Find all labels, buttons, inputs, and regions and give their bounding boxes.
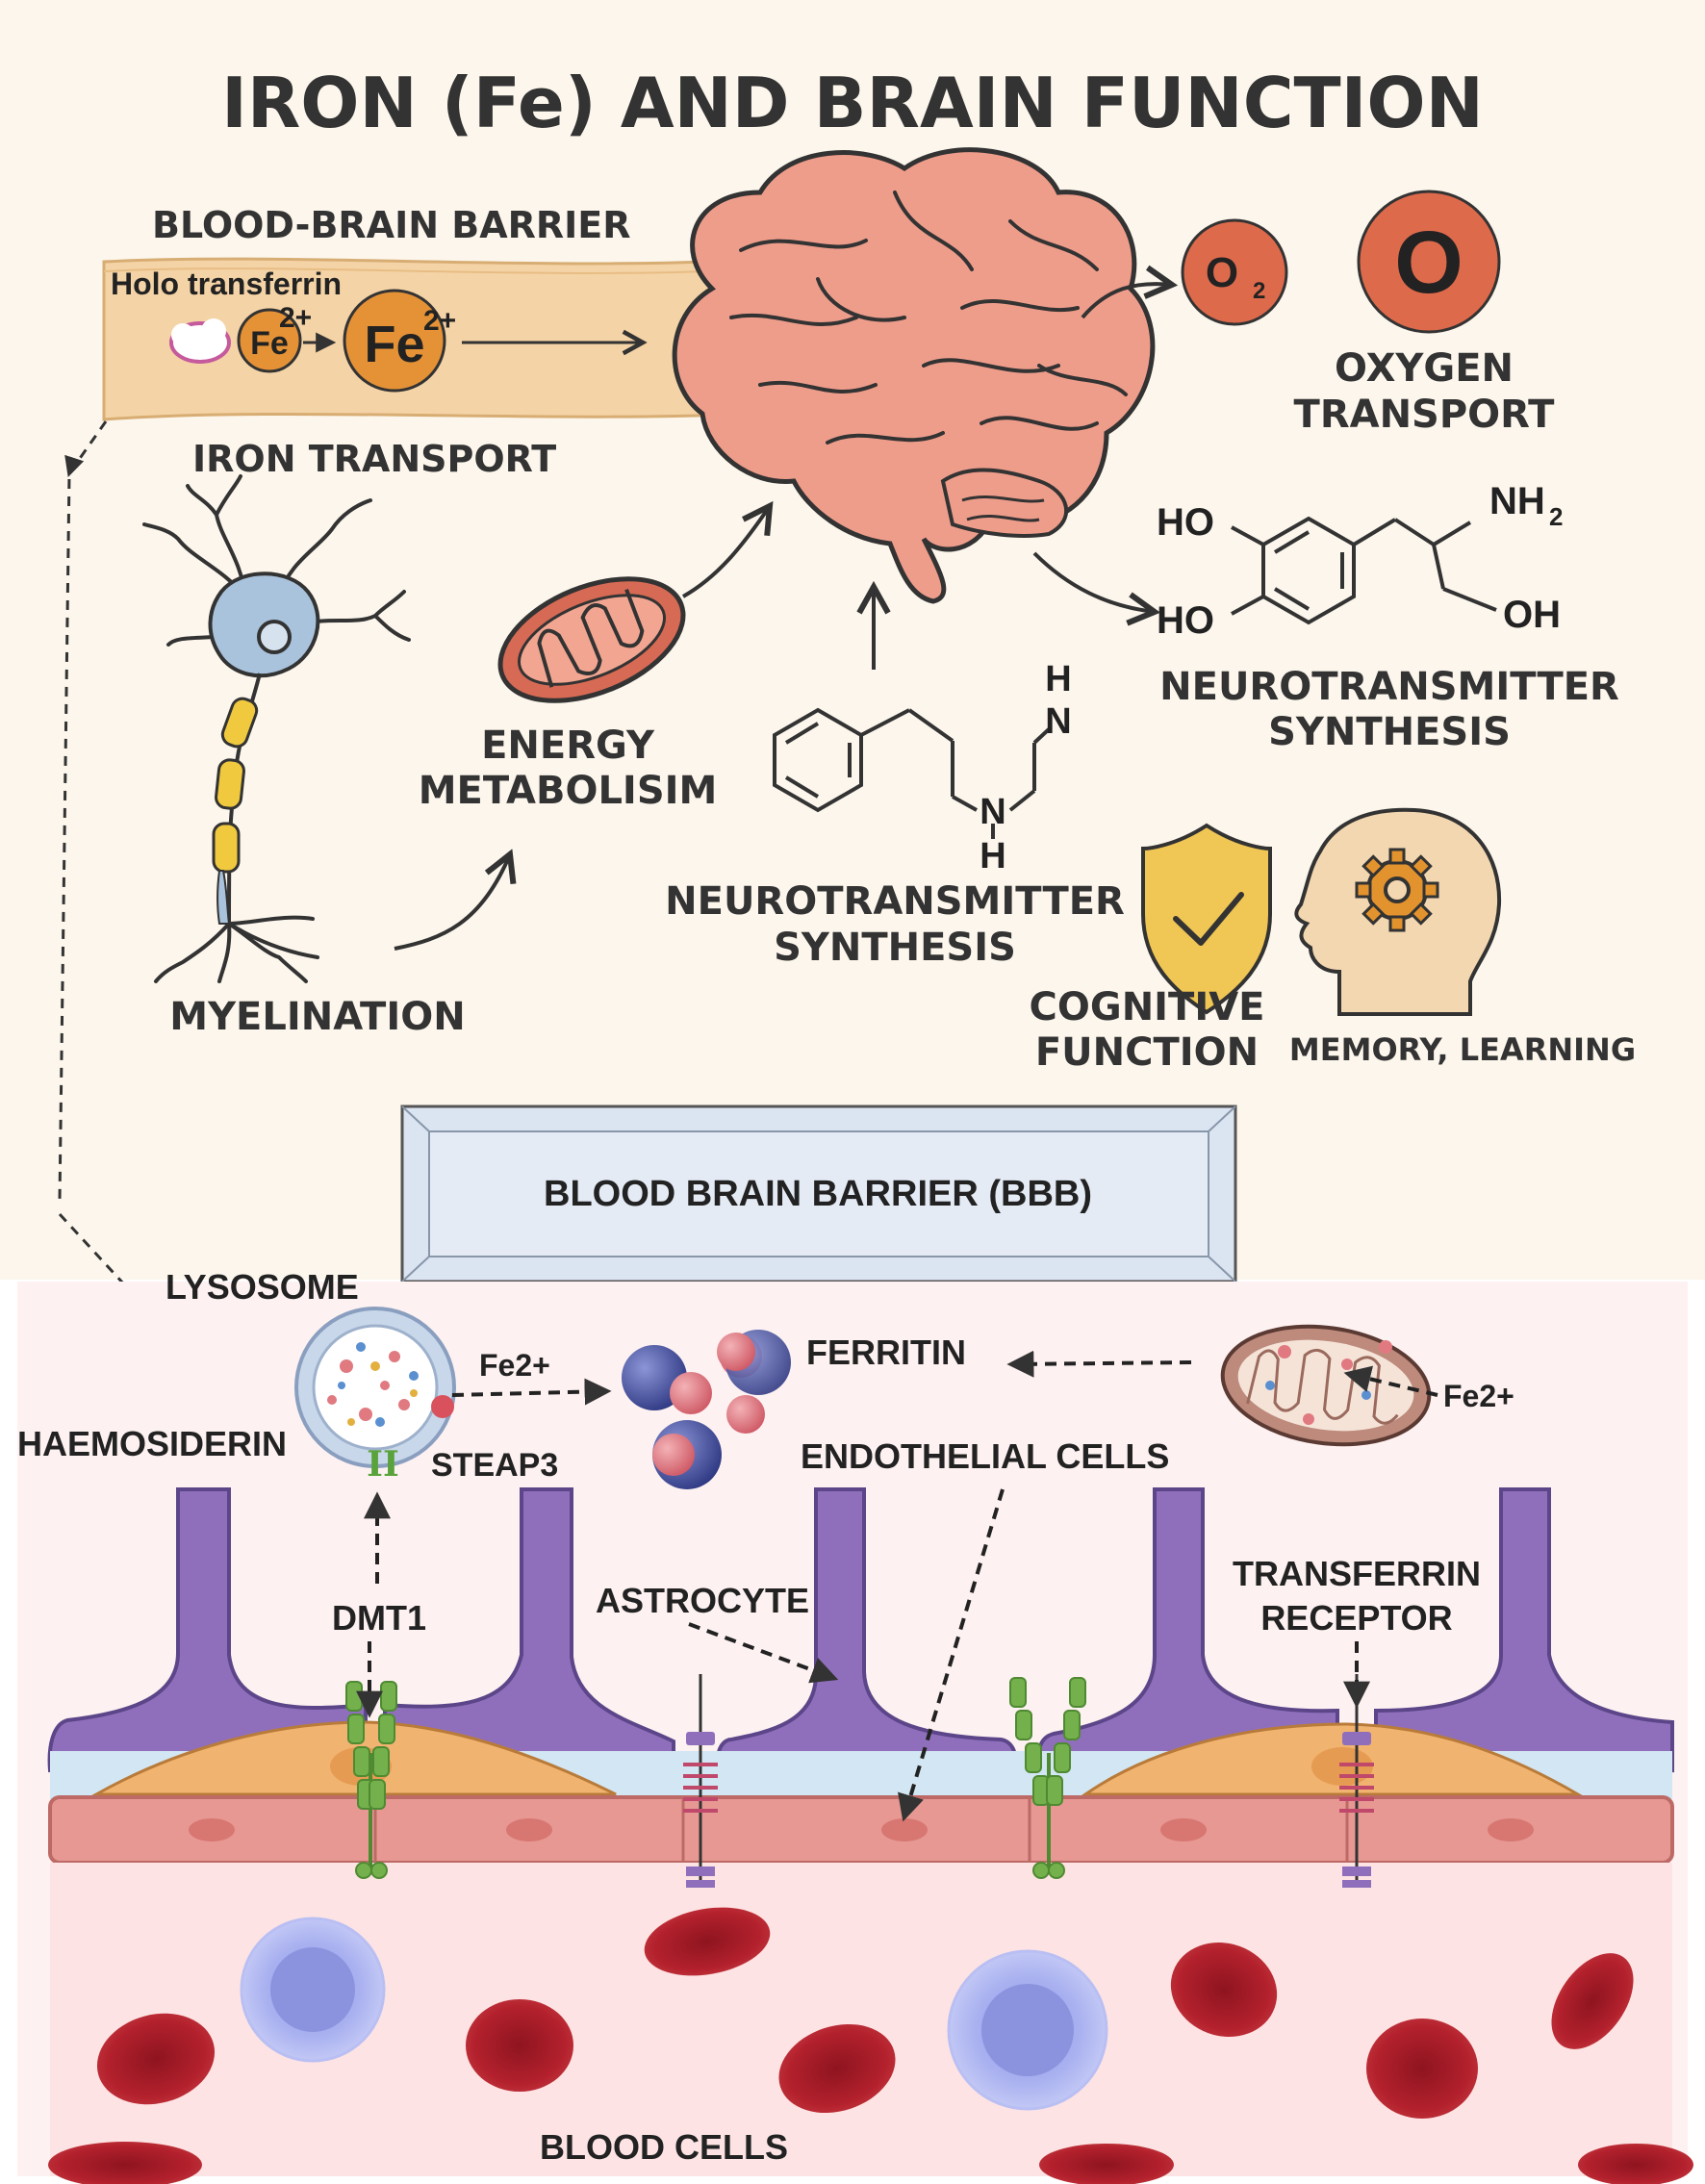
brain-icon — [672, 147, 1156, 604]
oxygen-atom-icon — [1357, 190, 1501, 334]
nt-center-line1: NEUROTRANSMITTER — [665, 879, 1125, 924]
bbb-box — [400, 1105, 1237, 1283]
o2-symbol: O — [1206, 249, 1238, 296]
red-blood-cell-icon — [48, 1907, 1693, 2184]
steap3-label: STEAP3 — [431, 1447, 558, 1484]
energy-line1: ENERGY — [481, 724, 655, 768]
endothelial-label: ENDOTHELIAL CELLS — [801, 1436, 1169, 1476]
dopamine-nh: NH — [1489, 480, 1545, 522]
fe-small-charge: 2+ — [279, 302, 312, 334]
bbb-box-label: BLOOD BRAIN BARRIER (BBB) — [544, 1174, 1092, 1214]
amine-structure-icon — [773, 707, 1051, 839]
amine-n-top: N — [1045, 701, 1071, 742]
fe-small-symbol: Fe — [250, 325, 289, 362]
mitochondrion-bottom-icon — [1220, 1324, 1432, 1447]
transferrin-receptor-line2: RECEPTOR — [1260, 1598, 1452, 1638]
transferrin-receptor-icon — [683, 1674, 718, 1888]
oxygen-transport-line2: TRANSPORT — [1294, 393, 1556, 437]
fe2-left-label: Fe2+ — [479, 1348, 550, 1383]
white-blood-cell-icon — [240, 1917, 386, 2063]
fe-small-icon — [237, 308, 302, 373]
amine-n-mid: N — [980, 792, 1005, 832]
fe-large-icon — [343, 289, 446, 393]
dopamine-ho-bottom: HO — [1157, 599, 1214, 642]
dmt1-receptor-icon — [345, 1681, 397, 1879]
dmt1-label: DMT1 — [332, 1598, 426, 1638]
fe-large-charge: 2+ — [423, 305, 456, 337]
nt-right-line2: SYNTHESIS — [1268, 710, 1511, 754]
cognitive-line2: FUNCTION — [1035, 1030, 1259, 1075]
blood-cells-label: BLOOD CELLS — [540, 2127, 788, 2167]
dopamine-oh: OH — [1503, 594, 1561, 636]
dmt1-receptor-icon-2 — [1009, 1677, 1086, 1879]
holo-transferrin-label: Holo transferrin — [111, 267, 342, 301]
ferritin-icon — [622, 1330, 791, 1489]
myelination-label: MYELINATION — [169, 995, 465, 1039]
haemosiderin-label: HAEMOSIDERIN — [17, 1424, 287, 1463]
oxygen-molecule-icon — [1181, 218, 1288, 326]
lysosome-label: LYSOSOME — [165, 1267, 359, 1307]
nt-center-line2: SYNTHESIS — [774, 926, 1016, 970]
cognitive-line1: COGNITIVE — [1030, 985, 1265, 1029]
mitochondrion-icon — [497, 576, 686, 703]
holo-transferrin-cloud-icon — [169, 318, 231, 364]
endothelium-layer — [48, 1795, 1674, 1865]
page-title: IRON (Fe) AND BRAIN FUNCTION — [221, 63, 1484, 143]
dopamine-nh-subscript: 2 — [1549, 502, 1563, 531]
ferritin-label: FERRITIN — [806, 1333, 966, 1372]
o2-subscript: 2 — [1253, 278, 1265, 304]
amine-h-bottom: H — [980, 836, 1005, 876]
fe2-right-label: Fe2+ — [1443, 1379, 1514, 1413]
iron-transport-label: IRON TRANSPORT — [192, 438, 556, 480]
bbb-label: BLOOD-BRAIN BARRIER — [152, 204, 631, 246]
memory-label: MEMORY, LEARNING — [1289, 1031, 1636, 1068]
fe-large-symbol: Fe — [364, 316, 424, 373]
nt-right-line1: NEUROTRANSMITTER — [1159, 665, 1619, 709]
shield-check-icon — [1141, 823, 1272, 1015]
astrocyte-label: ASTROCYTE — [596, 1581, 809, 1620]
dopamine-ho-top: HO — [1157, 501, 1214, 544]
transferrin-receptor-icon-2 — [1339, 1674, 1374, 1888]
transferrin-receptor-line1: TRANSFERRIN — [1233, 1554, 1481, 1593]
steap3-icon: II — [367, 1444, 399, 1485]
neuron-icon — [142, 474, 411, 983]
dopamine-structure-icon — [1231, 516, 1497, 625]
white-blood-cell-icon-2 — [947, 1949, 1108, 2111]
o-symbol: O — [1394, 214, 1463, 312]
energy-line2: METABOLISIM — [419, 769, 718, 813]
oxygen-transport-line1: OXYGEN — [1335, 346, 1514, 391]
lysosome-icon — [294, 1307, 456, 1468]
amine-h-top: H — [1045, 659, 1071, 699]
head-gear-icon — [1294, 807, 1502, 1016]
